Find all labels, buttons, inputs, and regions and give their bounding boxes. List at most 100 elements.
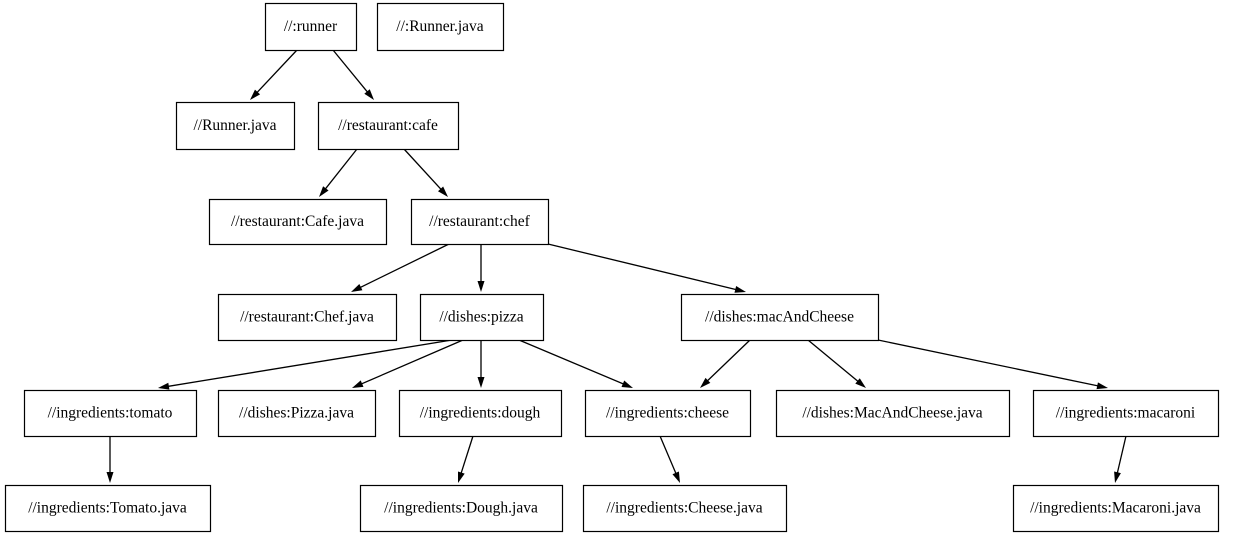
graph-node[interactable]: //dishes:MacAndCheese.java xyxy=(775,389,1011,438)
edge-arrowhead-icon xyxy=(250,89,261,100)
node-label: //:Runner.java xyxy=(396,18,484,35)
node-label: //Runner.java xyxy=(193,117,276,134)
graph-node[interactable]: //ingredients:Macaroni.java xyxy=(1012,484,1220,533)
node-label: //dishes:pizza xyxy=(439,309,523,326)
graph-node[interactable]: //restaurant:Cafe.java xyxy=(208,198,388,246)
node-label: //restaurant:Chef.java xyxy=(240,309,374,326)
edge-line xyxy=(358,243,450,289)
node-label: //ingredients:Cheese.java xyxy=(606,500,762,517)
edge-arrowhead-icon xyxy=(672,471,680,483)
graph-edge xyxy=(477,244,485,292)
node-box[interactable] xyxy=(410,198,550,246)
edge-arrowhead-icon xyxy=(106,472,114,483)
node-label: //dishes:MacAndCheese.java xyxy=(802,405,982,422)
node-box[interactable] xyxy=(680,293,880,342)
edge-arrowhead-icon xyxy=(621,380,633,388)
graph-node[interactable]: //restaurant:cafe xyxy=(317,101,460,151)
graph-edge xyxy=(518,339,633,388)
node-label: //restaurant:cafe xyxy=(338,117,438,134)
node-box[interactable] xyxy=(317,101,460,151)
edge-line xyxy=(360,339,464,386)
edge-arrowhead-icon xyxy=(319,186,329,197)
node-box[interactable] xyxy=(376,2,505,52)
node-box[interactable] xyxy=(359,484,564,533)
edge-arrowhead-icon xyxy=(364,89,374,100)
node-box[interactable] xyxy=(419,293,545,342)
edges-layer xyxy=(106,49,1127,483)
node-box[interactable] xyxy=(582,484,788,533)
node-label: //ingredients:dough xyxy=(420,405,541,422)
node-label: //ingredients:macaroni xyxy=(1056,405,1196,422)
node-box[interactable] xyxy=(217,293,398,342)
edge-line xyxy=(877,339,1100,387)
node-box[interactable] xyxy=(1012,484,1220,533)
graph-edge xyxy=(351,243,450,292)
graph-node[interactable]: //dishes:Pizza.java xyxy=(217,389,377,438)
edge-line xyxy=(659,435,678,475)
node-box[interactable] xyxy=(175,101,296,151)
graph-edge xyxy=(332,49,374,100)
edge-arrowhead-icon xyxy=(855,378,866,388)
graph-edge xyxy=(319,148,358,197)
edge-arrowhead-icon xyxy=(351,284,363,292)
node-box[interactable] xyxy=(208,198,388,246)
graph-node[interactable]: //restaurant:Chef.java xyxy=(217,293,398,342)
edge-arrowhead-icon xyxy=(477,377,485,388)
node-box[interactable] xyxy=(398,389,563,438)
graph-node[interactable]: //dishes:macAndCheese xyxy=(680,293,880,342)
edge-arrowhead-icon xyxy=(734,286,746,293)
edge-line xyxy=(706,339,751,383)
edge-line xyxy=(255,49,298,94)
graph-edge xyxy=(106,436,114,483)
graph-node[interactable]: //ingredients:cheese xyxy=(584,389,752,438)
graph-node[interactable]: //ingredients:Dough.java xyxy=(359,484,564,533)
graph-edge xyxy=(547,243,746,293)
node-label: //ingredients:Macaroni.java xyxy=(1030,500,1201,517)
graph-edge xyxy=(659,435,680,483)
edge-arrowhead-icon xyxy=(1096,382,1108,390)
node-label: //ingredients:tomato xyxy=(48,405,173,422)
node-box[interactable] xyxy=(4,484,212,533)
edge-arrowhead-icon xyxy=(352,380,364,388)
node-box[interactable] xyxy=(775,389,1011,438)
graph-edge xyxy=(158,339,453,390)
node-box[interactable] xyxy=(584,389,752,438)
graph-node[interactable]: //ingredients:macaroni xyxy=(1032,389,1220,438)
graph-edge xyxy=(458,435,474,483)
node-label: //:runner xyxy=(284,18,338,35)
graph-edge xyxy=(403,148,448,197)
node-box[interactable] xyxy=(23,389,198,438)
edge-arrowhead-icon xyxy=(458,471,465,483)
graph-edge xyxy=(250,49,298,100)
node-label: //dishes:macAndCheese xyxy=(705,309,854,326)
node-label: //dishes:Pizza.java xyxy=(239,405,354,422)
graph-node[interactable]: //ingredients:dough xyxy=(398,389,563,438)
graph-node[interactable]: //Runner.java xyxy=(175,101,296,151)
graph-node[interactable]: //ingredients:Cheese.java xyxy=(582,484,788,533)
graph-node[interactable]: //dishes:pizza xyxy=(419,293,545,342)
graph-edge xyxy=(700,339,751,388)
edge-line xyxy=(332,49,369,94)
edge-line xyxy=(807,339,860,383)
graph-edge xyxy=(877,339,1108,390)
edge-line xyxy=(547,243,738,291)
node-box[interactable] xyxy=(264,2,358,52)
graph-node[interactable]: //restaurant:chef xyxy=(410,198,550,246)
edge-arrowhead-icon xyxy=(158,382,170,390)
graph-node[interactable]: //:Runner.java xyxy=(376,2,505,52)
node-label: //restaurant:Cafe.java xyxy=(231,213,364,230)
edge-arrowhead-icon xyxy=(700,377,711,388)
node-label: //ingredients:Tomato.java xyxy=(28,500,187,517)
edge-arrowhead-icon xyxy=(477,281,485,292)
graph-node[interactable]: //ingredients:tomato xyxy=(23,389,198,438)
edge-line xyxy=(460,435,474,475)
edge-line xyxy=(1116,435,1127,475)
graph-node[interactable]: //:runner xyxy=(264,2,358,52)
node-box[interactable] xyxy=(217,389,377,438)
edge-line xyxy=(324,148,358,191)
nodes-layer: //:runner //:Runner.java //Runner.java //re… xyxy=(4,2,1220,533)
node-box[interactable] xyxy=(1032,389,1220,438)
edge-line xyxy=(518,339,625,386)
graph-node[interactable]: //ingredients:Tomato.java xyxy=(4,484,212,533)
